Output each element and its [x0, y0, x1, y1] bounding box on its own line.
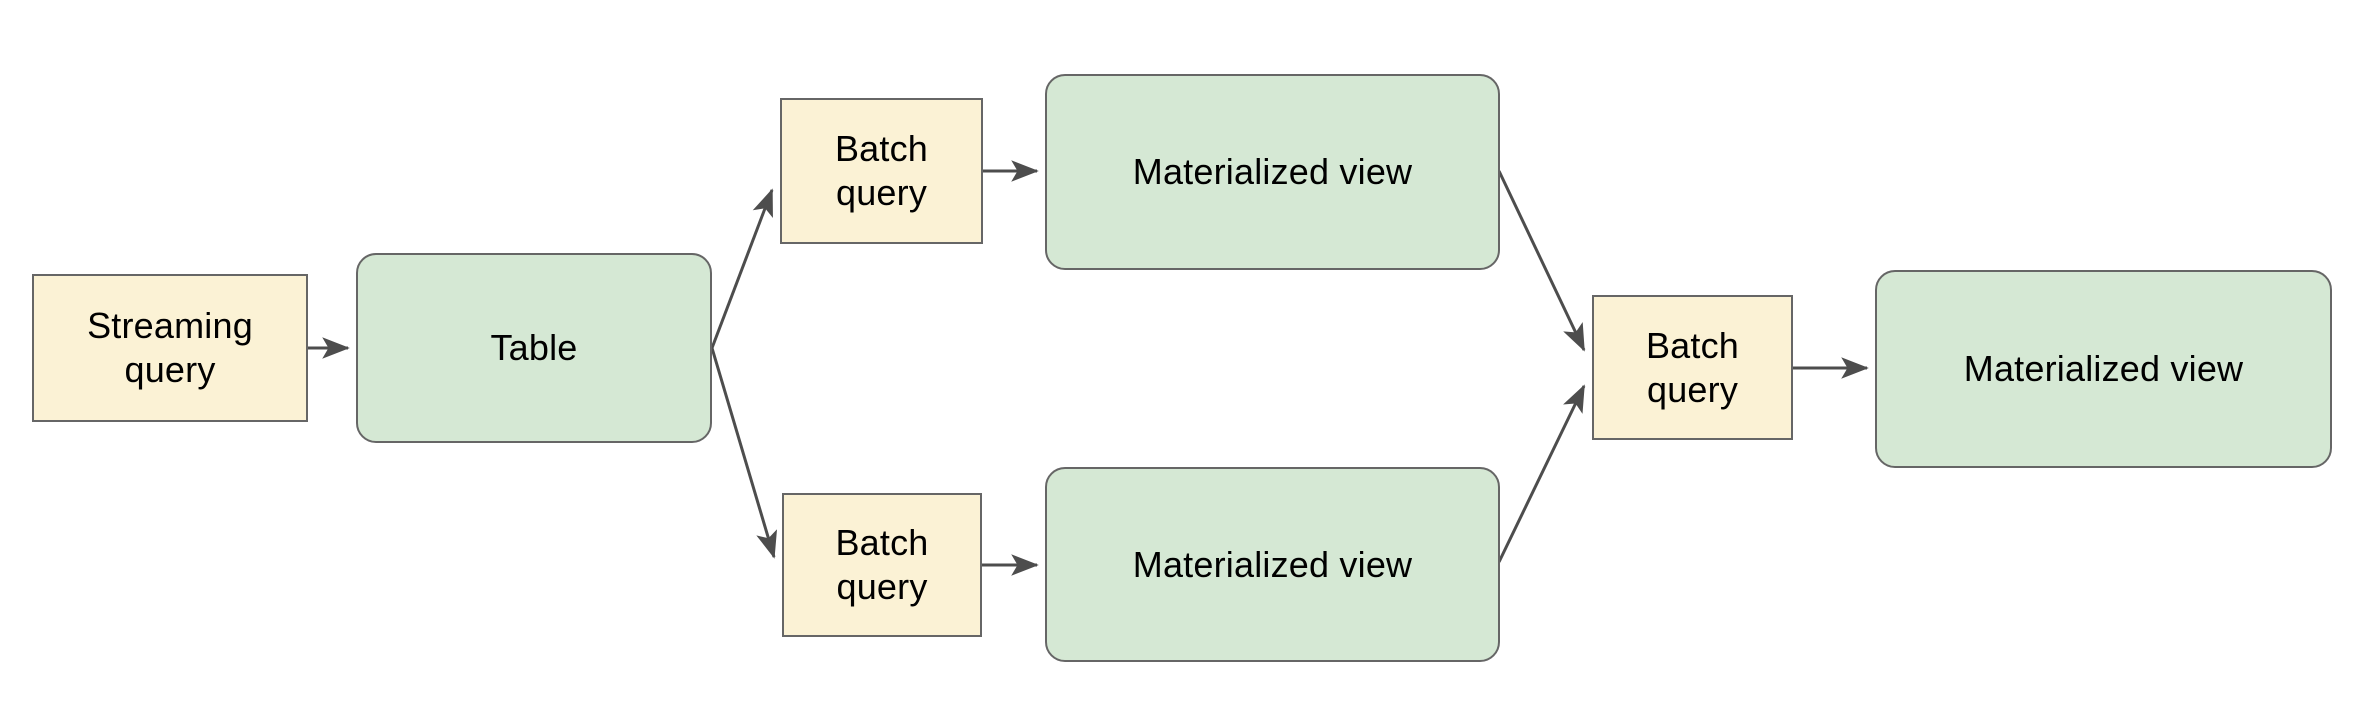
node-streaming-query[interactable]: Streaming query: [32, 274, 308, 422]
edge-table-to-batch-bottom: [710, 347, 778, 559]
node-materialized-view-bottom-label: Materialized view: [1132, 543, 1413, 585]
node-batch-query-right-label: Batch query: [1645, 324, 1740, 410]
node-table[interactable]: Table: [356, 253, 712, 443]
node-batch-query-bottom-label: Batch query: [835, 522, 929, 607]
node-batch-query-top-label: Batch query: [834, 128, 929, 213]
node-table-label: Table: [490, 327, 578, 369]
edge-mv-bottom-to-batch-right: [1497, 384, 1586, 563]
node-batch-query-bottom[interactable]: Batch query: [782, 493, 982, 637]
node-materialized-view-top-label: Materialized view: [1132, 151, 1413, 193]
node-materialized-view-bottom[interactable]: Materialized view: [1045, 467, 1500, 662]
node-materialized-view-right[interactable]: Materialized view: [1875, 270, 2332, 468]
edge-table-to-batch-top: [710, 188, 774, 349]
node-materialized-view-right-label: Materialized view: [1963, 348, 2244, 390]
node-streaming-query-label: Streaming query: [87, 305, 253, 390]
node-materialized-view-top[interactable]: Materialized view: [1045, 74, 1500, 270]
node-batch-query-top[interactable]: Batch query: [780, 98, 983, 244]
edge-mv-top-to-batch-right: [1497, 170, 1586, 352]
node-batch-query-right[interactable]: Batch query: [1592, 295, 1793, 440]
